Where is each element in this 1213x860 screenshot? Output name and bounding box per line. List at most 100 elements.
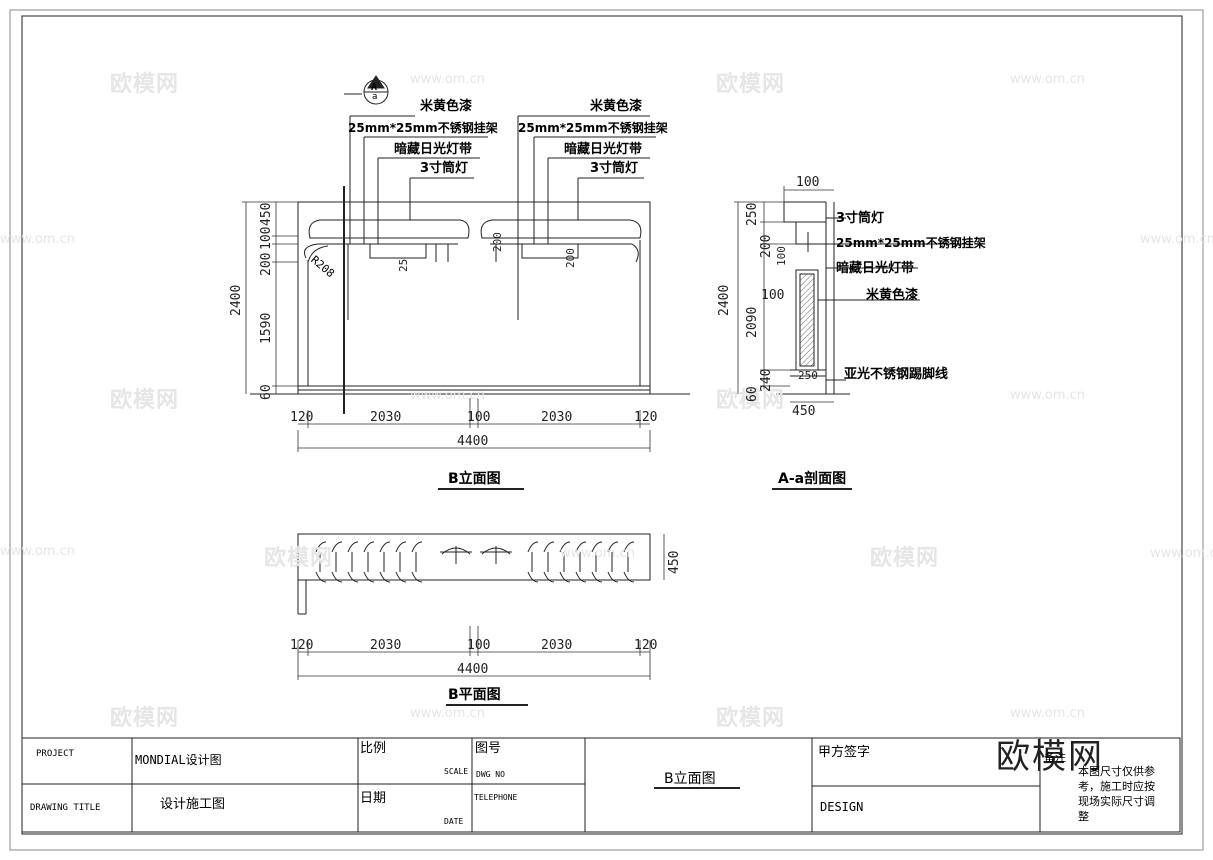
watermark-logo: 欧模网: [716, 72, 786, 97]
tb-scale-label: 比例: [360, 741, 387, 756]
dim-1590: 1590: [259, 312, 274, 344]
label-downlight: 3寸筒灯: [420, 161, 469, 176]
dim-250: 250: [745, 202, 760, 226]
label-beige-paint: 米黄色漆: [590, 99, 643, 114]
hanger-icon: [331, 541, 343, 583]
dim-240: 240: [759, 368, 774, 392]
label-hidden-light-strip: 暗藏日光灯带: [564, 142, 643, 157]
watermark-logo: 欧模网: [110, 706, 180, 731]
tb-scale-sub: SCALE: [444, 767, 469, 776]
dim-total-width: 4400: [457, 434, 489, 449]
dim-bottom-120: 120: [290, 638, 314, 653]
section-marker-bottom: a: [372, 92, 378, 102]
watermark-url: www.om.cn: [1010, 388, 1085, 403]
dim-bottom-120: 120: [634, 638, 658, 653]
tb-center-title: B立面图: [664, 771, 716, 787]
watermark-logo: 欧模网: [264, 546, 334, 571]
hanger-icon: [411, 541, 423, 583]
tb-client-sign: 甲方签字: [818, 745, 871, 760]
tb-project-label: PROJECT: [36, 749, 74, 759]
b-plan-hangers: [315, 541, 635, 583]
hanger-icon: [480, 546, 512, 564]
hanger-icon: [440, 546, 472, 564]
hanger-icon: [559, 541, 571, 583]
dim-250-inner: 250: [798, 369, 818, 382]
tb-note-text: 整: [1078, 810, 1089, 823]
outer-border: [9, 9, 1204, 851]
hanger-icon: [607, 541, 619, 583]
watermark-logo: 欧模网: [110, 72, 180, 97]
b-elevation-dimensions: [242, 201, 651, 452]
hanger-icon: [363, 541, 375, 583]
b-plan-drawing: [297, 533, 651, 615]
section-aa-drawing: [776, 201, 970, 395]
watermark-url: www.om.cn: [1010, 72, 1085, 87]
watermark-logo: 欧模网: [716, 706, 786, 731]
dim-bottom-100: 100: [467, 638, 491, 653]
dim-200-inner: 200: [564, 248, 577, 268]
dim-60: 60: [745, 386, 760, 402]
label-beige-paint: 米黄色漆: [866, 288, 919, 303]
watermark-logo: 欧模网: [110, 388, 180, 413]
b-plan-title: B平面图: [448, 687, 501, 703]
label-beige-paint: 米黄色漆: [420, 99, 473, 114]
b-elevation-title: B立面图: [448, 471, 501, 487]
dim-bottom-120: 120: [290, 410, 314, 425]
tb-note-text: 现场实际尺寸调: [1078, 795, 1155, 808]
dim-60: 60: [259, 384, 274, 400]
dim-200: 200: [759, 234, 774, 258]
tb-note-label: 备注: [1044, 751, 1066, 764]
hanger-icon: [591, 541, 603, 583]
tb-telephone-label: TELEPHONE: [474, 793, 518, 802]
tb-drawing-title-label: DRAWING TITLE: [30, 803, 101, 813]
dim-bottom-450: 450: [792, 404, 816, 419]
watermark-url: www.om.cn: [410, 388, 485, 403]
dim-total-width: 4400: [457, 662, 489, 677]
watermark-logo: 欧模网: [870, 546, 940, 571]
tb-design-label: DESIGN: [820, 800, 864, 814]
dim-25: 25: [397, 258, 410, 272]
dim-450: 450: [259, 202, 274, 226]
b-elevation-drawing: [250, 93, 690, 414]
dim-bottom-2030: 2030: [541, 410, 573, 425]
dim-2090: 2090: [745, 306, 760, 338]
dim-100-inner: 100: [775, 246, 788, 266]
hanger-icon: [347, 541, 359, 583]
label-downlight: 3寸筒灯: [836, 211, 885, 226]
hanger-icon: [527, 541, 539, 583]
inner-border: [21, 15, 1183, 835]
dim-200: 200: [259, 252, 274, 276]
label-steel-rack: 25mm*25mm不锈钢挂架: [836, 236, 986, 250]
tb-note-text: 考，施工时应按: [1078, 780, 1155, 793]
dim-bottom-2030: 2030: [370, 410, 402, 425]
tb-date-label: 日期: [360, 791, 387, 806]
hanger-icon: [395, 541, 407, 583]
dim-depth-450: 450: [667, 550, 682, 574]
watermark-logo: 欧模网: [716, 388, 786, 413]
tb-note-text: 本图尺寸仅供参: [1078, 765, 1155, 778]
tb-date-sub: DATE: [444, 817, 464, 826]
dim-overall-height: 2400: [717, 284, 732, 316]
section-marker-top: A: [371, 82, 378, 93]
tb-dwg-sub: DWG NO: [476, 770, 505, 779]
label-hidden-light-strip: 暗藏日光灯带: [836, 261, 915, 276]
tb-drawing-title-value: 设计施工图: [160, 797, 226, 812]
dim-200-inner: 200: [491, 232, 504, 252]
watermark-url: www.om.cn: [560, 546, 635, 561]
hanger-icon: [315, 541, 327, 583]
dim-bottom-2030: 2030: [370, 638, 402, 653]
hanger-icon: [623, 541, 635, 583]
watermark-url: www.om.cn: [410, 706, 485, 721]
dim-top-100: 100: [796, 175, 820, 190]
label-steel-rack: 25mm*25mm不锈钢挂架: [518, 121, 668, 135]
section-aa-dimensions: [734, 186, 834, 403]
dim-100: 100: [259, 226, 274, 250]
label-stainless-skirting: 亚光不锈钢踢脚线: [844, 367, 949, 382]
hanger-icon: [543, 541, 555, 583]
label-steel-rack: 25mm*25mm不锈钢挂架: [348, 121, 498, 135]
dim-bottom-120: 120: [634, 410, 658, 425]
watermark-url: www.om.cn: [410, 72, 485, 87]
b-plan-dimensions: [297, 534, 665, 680]
section-aa-title: A-a剖面图: [778, 471, 847, 487]
